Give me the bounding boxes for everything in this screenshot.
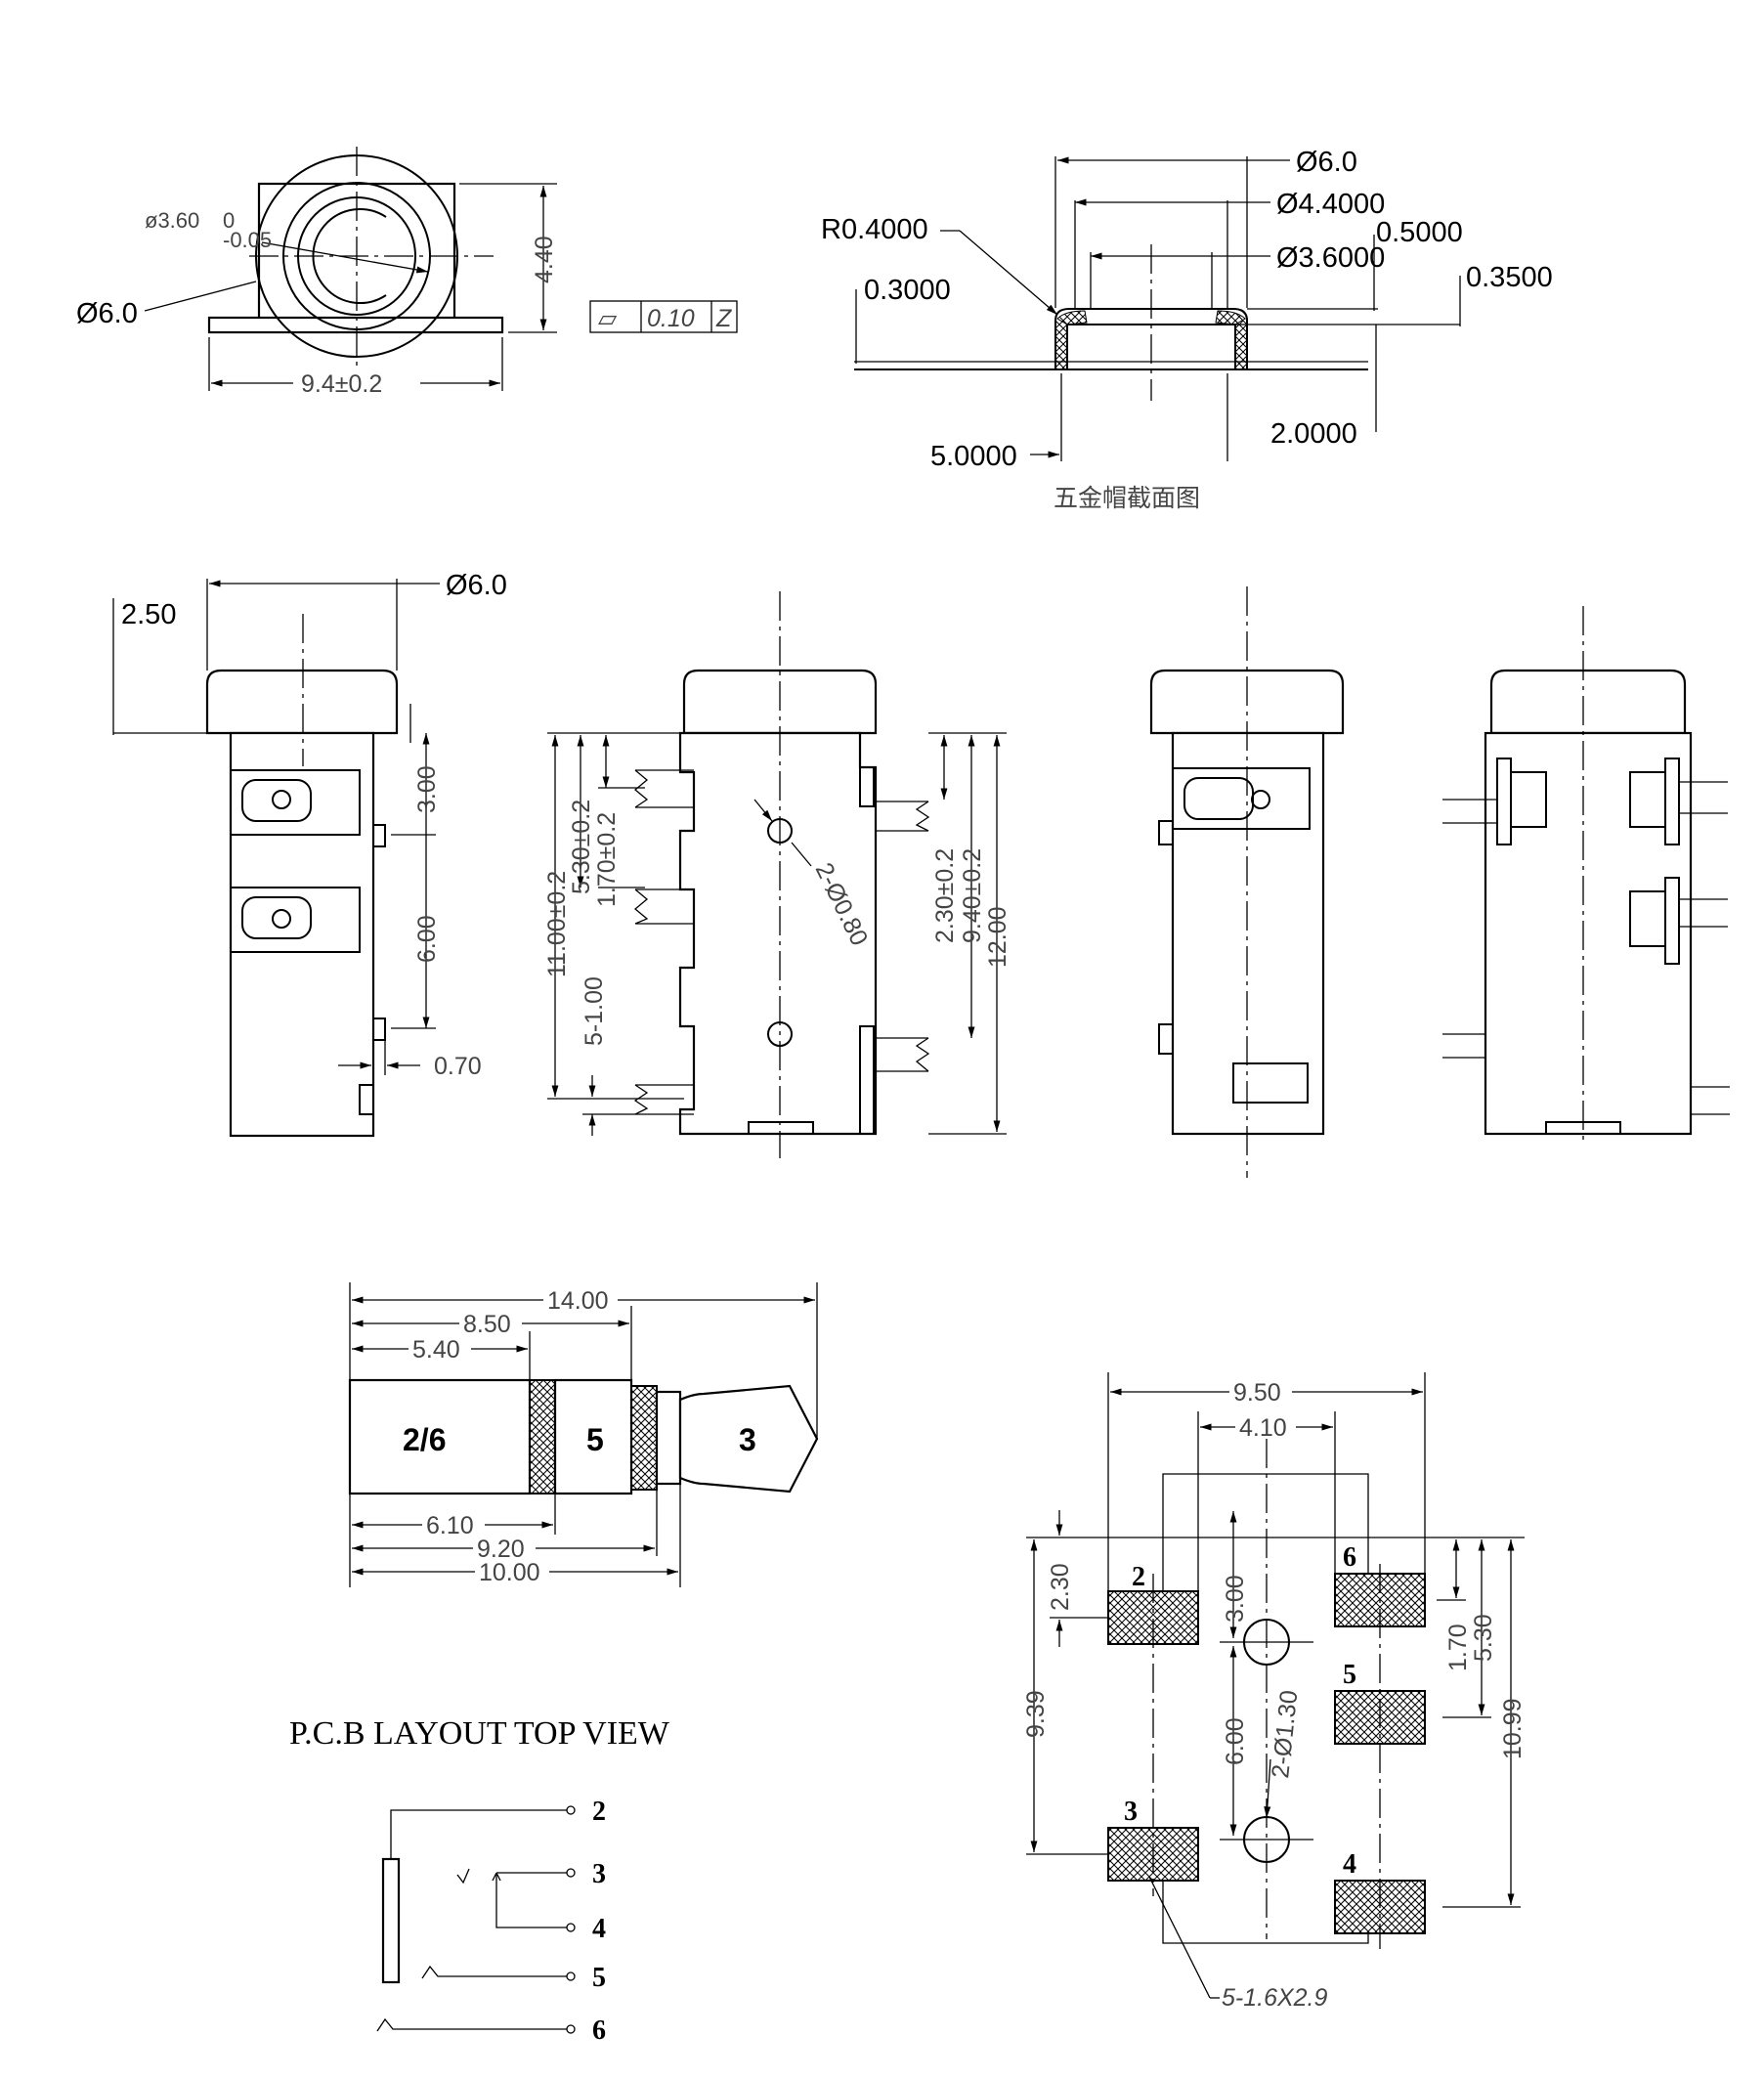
cap-caption: 五金帽截面图 (1054, 485, 1200, 512)
side-view-3 (1149, 586, 1345, 1178)
schematic-pin-2: 2 (592, 1797, 606, 1827)
sv2-dim-c: 2.30±0.2 (931, 848, 959, 943)
plug-diagram: 2/6 5 3 14.00 8.50 5.40 6.10 9.20 10.00 (348, 1282, 819, 1587)
cap-thickness-top: 0.5000 (1376, 217, 1463, 248)
pcb-dim-300: 3.00 (1222, 1575, 1249, 1623)
front-flange (207, 316, 504, 334)
schematic: 2 3 4 5 6 (376, 1797, 606, 2046)
pcb-pad-label-6: 6 (1343, 1542, 1356, 1573)
plug-seg-26: 2/6 (403, 1422, 446, 1457)
side-view-4 (1442, 606, 1730, 1144)
pcb-pad-label-5: 5 (1343, 1660, 1356, 1690)
plug-dim-e: 10.00 (479, 1559, 540, 1586)
side-view-1: 2.50 Ø6.0 3.00 6.00 0.70 (112, 570, 507, 1138)
svg-text:-0.05: -0.05 (223, 228, 272, 252)
pcb-pad-label-2: 2 (1132, 1562, 1145, 1592)
cap-width: 5.0000 (930, 441, 1017, 472)
cap-dia-mid: Ø4.4000 (1276, 189, 1385, 220)
sv2-dim-total: 11.00±0.2 (543, 871, 571, 977)
plug-dim-a: 8.50 (463, 1311, 511, 1338)
plug-seg-5: 5 (586, 1422, 604, 1457)
svg-text:0: 0 (223, 208, 235, 233)
schematic-pin-6: 6 (592, 2015, 606, 2046)
pcb-dim-530: 5.30 (1470, 1614, 1497, 1662)
cap-left-step: 0.3000 (864, 275, 951, 306)
front-outer-dia: Ø6.0 (76, 298, 138, 329)
pcb-dim-inner: 4.10 (1239, 1414, 1287, 1442)
svg-text:0.10: 0.10 (647, 305, 695, 332)
cap-height: 2.0000 (1270, 418, 1357, 450)
flatness-tolerance-frame: ▱ 0.10 Z (589, 300, 738, 333)
front-hole-dia: ø3.60 (145, 208, 199, 233)
sv1-dim-a: 3.00 (413, 765, 441, 813)
sv1-dia: Ø6.0 (446, 570, 507, 601)
pcb-dim-170: 1.70 (1444, 1624, 1472, 1671)
front-view: ø3.60 0 -0.05 Ø6.0 4.40 9.4±0.2 ▱ 0.10 Z (76, 147, 738, 398)
plug-dim-b: 5.40 (412, 1336, 460, 1364)
sv2-dim-d: 9.40±0.2 (959, 848, 986, 943)
schematic-pin-3: 3 (592, 1859, 606, 1889)
pcb-dim-1099: 10.99 (1499, 1698, 1527, 1759)
sv2-dim-a: 5.30±0.2 (568, 800, 595, 894)
flatness-icon: ▱ (598, 305, 618, 332)
pcb-layout: 2 6 5 3 4 9.50 4.10 2.30 9.39 3.00 6.00 … (1022, 1372, 1527, 2012)
sv2-dim-b: 1.70±0.2 (593, 812, 621, 907)
plug-seg-3: 3 (739, 1422, 756, 1457)
cap-radius: R0.4000 (821, 214, 928, 245)
cap-section: Ø6.0 Ø4.4000 Ø3.6000 0.5000 0.3500 R0.40… (821, 147, 1553, 512)
side-view-2: 11.00±0.2 5.30±0.2 1.70±0.2 5-1.00 2-Ø0.… (543, 591, 1011, 1158)
pcb-title: P.C.B LAYOUT TOP VIEW (289, 1715, 670, 1752)
cap-thickness-side: 0.3500 (1466, 262, 1553, 293)
pcb-dim-600: 6.00 (1222, 1717, 1249, 1765)
pcb-dim-939: 9.39 (1022, 1690, 1050, 1738)
schematic-pin-4: 4 (592, 1914, 606, 1944)
sv1-dim-c: 0.70 (434, 1053, 482, 1080)
pcb-pad-label-4: 4 (1343, 1849, 1356, 1880)
svg-text:Z: Z (715, 305, 732, 332)
front-height: 4.40 (531, 236, 558, 283)
schematic-pin-5: 5 (592, 1963, 606, 1993)
sv2-dim-e: 12.00 (984, 906, 1011, 968)
pcb-dim-23: 2.30 (1047, 1563, 1074, 1611)
pcb-pad-note: 5-1.6X2.9 (1222, 1984, 1328, 2012)
front-width: 9.4±0.2 (301, 370, 382, 398)
cap-dia-inner: Ø3.6000 (1276, 242, 1385, 274)
sv1-dim-b: 6.00 (413, 915, 441, 963)
pcb-dim-holes: 2-Ø1.30 (1267, 1689, 1303, 1780)
pcb-dim-width: 9.50 (1233, 1379, 1281, 1407)
plug-dim-c: 6.10 (426, 1512, 474, 1539)
sv1-offset: 2.50 (121, 599, 176, 630)
cap-dia-outer: Ø6.0 (1296, 147, 1357, 178)
plug-dim-total: 14.00 (547, 1287, 609, 1315)
pcb-pad-label-3: 3 (1124, 1797, 1138, 1827)
sv2-dim-pins: 5-1.00 (581, 976, 608, 1046)
